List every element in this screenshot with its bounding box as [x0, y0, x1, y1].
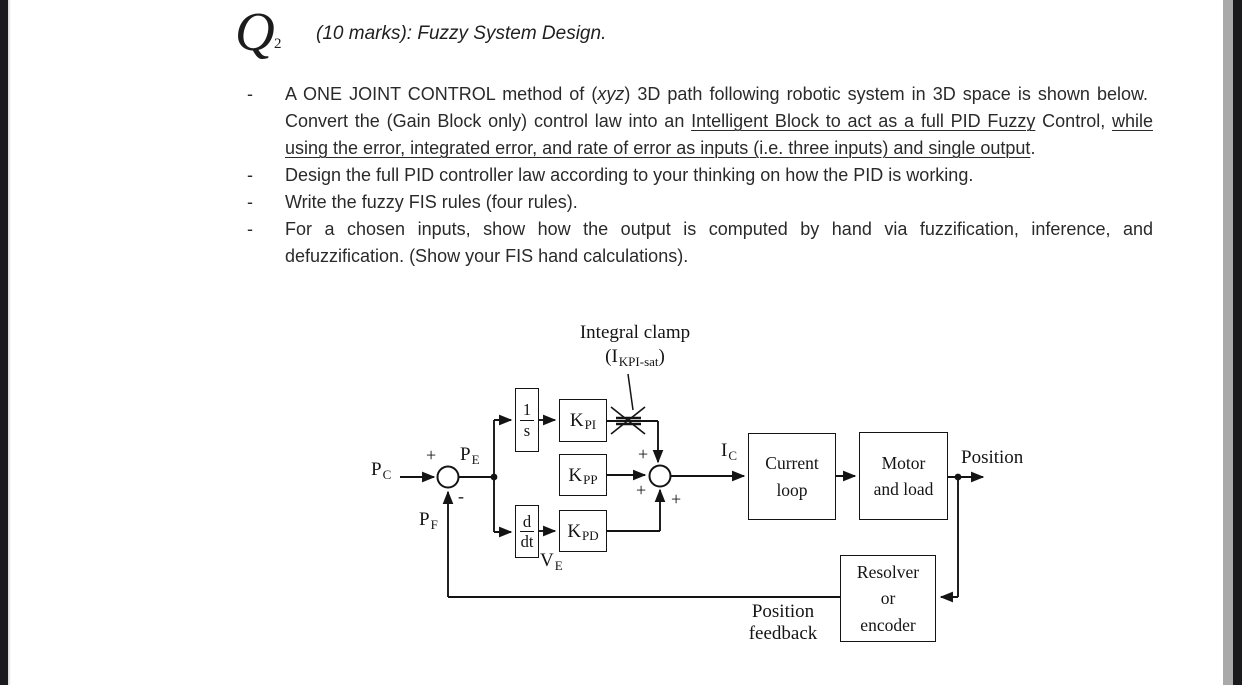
- ve-main: V: [540, 550, 554, 571]
- bullet1-part: .: [1030, 138, 1036, 158]
- question-body: - A ONE JOINT CONTROL method of (xyz) 3D…: [247, 81, 1153, 270]
- integrator-fraction: 1 s: [519, 401, 535, 440]
- iclamp-subscript: KPI-sat: [618, 354, 659, 369]
- bullet1-part: ) 3D path following robotic system in 3D…: [285, 84, 1154, 131]
- pf-signal-label: PF: [419, 509, 438, 532]
- integrator-numerator: 1: [519, 401, 535, 421]
- kpd-subscript: PD: [582, 527, 599, 543]
- scrollbar-track[interactable]: [1223, 0, 1233, 685]
- bullet-item-3: - Write the fuzzy FIS rules (four rules)…: [247, 189, 1153, 216]
- bullet1-part: Control,: [1035, 111, 1112, 131]
- question-title: (10 marks): Fuzzy System Design.: [316, 23, 607, 44]
- ic-signal-label: IC: [721, 440, 737, 463]
- pe-main: P: [460, 444, 471, 465]
- kpp-subscript: PP: [583, 471, 598, 487]
- bullet1-underline-1: Intelligent Block to act as a full PID F…: [691, 111, 1036, 131]
- position-output-label: Position: [961, 447, 1024, 468]
- signal-wires: [400, 373, 985, 603]
- bullet-text-1: A ONE JOINT CONTROL method of (xyz) 3D p…: [285, 81, 1153, 162]
- current-loop-block: Current loop: [748, 433, 836, 520]
- bullet-dash: -: [247, 165, 253, 185]
- bullet-item-4: - For a chosen inputs, show how the outp…: [247, 216, 1153, 270]
- integrator-denominator: s: [523, 420, 531, 440]
- kpi-label: K: [569, 410, 584, 431]
- pe-subscript: E: [471, 452, 480, 467]
- question-number: 2: [274, 36, 282, 52]
- derivative-block: d dt: [515, 505, 539, 558]
- integral-clamp-symbol-label: (IKPI-sat): [563, 346, 707, 369]
- derivative-fraction: d dt: [519, 512, 535, 551]
- bullet-dash: -: [247, 192, 253, 212]
- bullet1-underline-2: while using the error, integrated error,…: [285, 111, 1154, 158]
- motor-load-block: Motor and load: [859, 432, 948, 520]
- ic-subscript: C: [728, 448, 737, 463]
- page-edge-shadow: [8, 0, 11, 685]
- derivative-denominator: dt: [520, 532, 534, 551]
- window-edge-left: [0, 0, 8, 685]
- pc-subscript: C: [382, 467, 392, 482]
- ve-signal-label: VE: [540, 550, 563, 573]
- iclamp-close: ): [658, 346, 665, 367]
- bullet-dash: -: [247, 84, 253, 104]
- summing-junctions: [436, 464, 672, 489]
- ve-subscript: E: [554, 558, 563, 573]
- pc-signal-label: PC: [371, 459, 392, 482]
- kpi-subscript: PI: [584, 417, 597, 432]
- pe-signal-label: PE: [460, 444, 480, 467]
- junction1-plus-sign: +: [426, 445, 437, 465]
- bullet-item-1: - A ONE JOINT CONTROL method of (xyz) 3D…: [247, 81, 1153, 162]
- pf-main: P: [419, 509, 430, 530]
- kpp-label: K: [568, 464, 583, 486]
- window-edge-right: [1233, 0, 1242, 685]
- bullet-item-2: - Design the full PID controller law acc…: [247, 162, 1153, 189]
- pf-subscript: F: [430, 517, 438, 532]
- bullet-text-3: Write the fuzzy FIS rules (four rules).: [285, 192, 578, 212]
- bullet-text-4: For a chosen inputs, show how the output…: [285, 219, 1153, 266]
- integral-clamp-label: Integral clamp: [579, 322, 691, 343]
- position-feedback-label: Position feedback: [748, 601, 818, 644]
- junction2-plus-bottom: +: [671, 489, 682, 509]
- bullet-text-2: Design the full PID controller law accor…: [285, 165, 974, 185]
- kpd-label: K: [567, 520, 582, 542]
- ic-main: I: [721, 440, 728, 461]
- bullet1-italic: xyz: [597, 84, 625, 104]
- integrator-block: 1 s: [515, 388, 539, 452]
- bullet-dash: -: [247, 219, 253, 239]
- integral-clamp-icon: [610, 406, 646, 435]
- junction2-plus-left: +: [636, 480, 647, 500]
- resolver-encoder-block: Resolver or encoder: [840, 555, 936, 642]
- question-letter: Q: [235, 1, 275, 62]
- pc-main: P: [371, 459, 382, 480]
- bullet1-part: A ONE JOINT CONTROL method of (: [285, 84, 598, 104]
- junction2-plus-top: +: [638, 444, 649, 464]
- branch-dots: [490, 473, 962, 481]
- junction1-minus-sign: -: [458, 486, 464, 506]
- derivative-numerator: d: [519, 512, 535, 532]
- iclamp-open: (I: [605, 346, 618, 367]
